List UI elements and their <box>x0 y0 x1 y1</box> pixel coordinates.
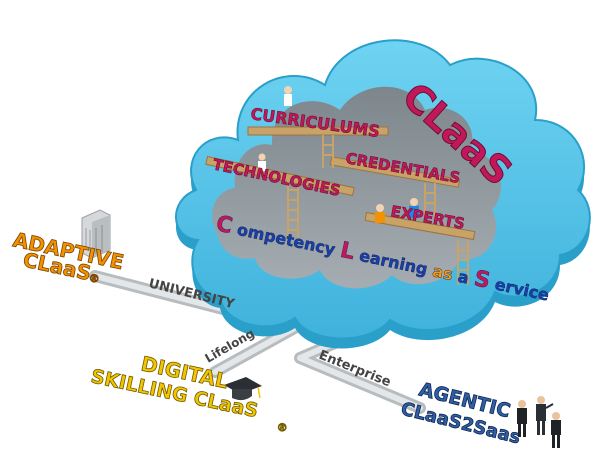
worker-figure-2 <box>258 153 266 171</box>
worker-figure-3 <box>375 204 385 223</box>
university-building-icon <box>81 209 111 259</box>
shelf-experts <box>364 211 476 241</box>
worker-figure-1 <box>284 86 292 106</box>
ladder-left <box>287 180 299 240</box>
person-figure <box>551 412 561 448</box>
cloud-inner-window <box>212 86 501 289</box>
worker-figure-4 <box>409 198 419 218</box>
cloud <box>175 39 591 349</box>
tagline-part: S <box>472 266 493 294</box>
agentic-claas-title: AGENTIC CLaaS2Saas <box>398 378 523 449</box>
adaptive-registered-mark: ® <box>87 271 100 286</box>
ladder-right <box>424 183 436 222</box>
ladders <box>287 135 469 285</box>
graduation-cap-icon <box>224 377 262 401</box>
ladder-bottom <box>457 240 469 285</box>
shelf-technologies <box>205 155 355 197</box>
worker-figures <box>258 86 419 223</box>
shelf-curriculums <box>247 126 389 136</box>
shelf-credentials <box>329 156 461 188</box>
tagline-part: as <box>431 261 460 285</box>
shelves <box>205 126 476 241</box>
person-figure <box>536 396 554 435</box>
person-figure <box>517 400 527 437</box>
tagline-part: C <box>214 211 235 239</box>
ladder-top <box>322 135 334 168</box>
tagline-part: a <box>456 267 476 289</box>
business-people-icon <box>517 396 561 448</box>
digital-registered-mark: ® <box>275 420 288 435</box>
